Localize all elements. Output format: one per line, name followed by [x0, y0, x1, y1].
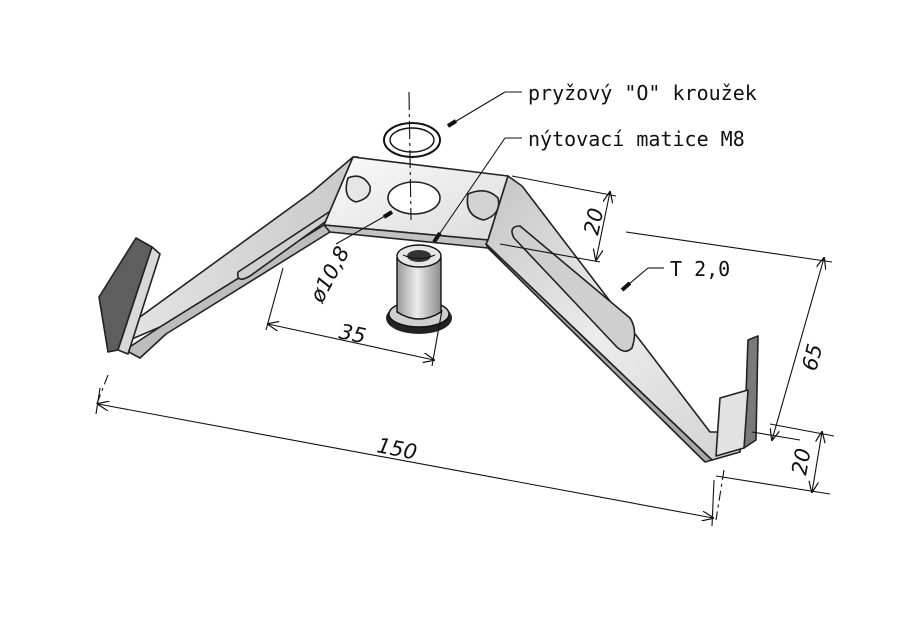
plate-cutout-left — [345, 175, 372, 203]
left-arm-edge — [124, 224, 331, 359]
height-dim: 65 — [798, 341, 828, 373]
top-width-dim: 35 — [337, 319, 368, 348]
o-ring-label: pryžový "O" kroužek — [528, 81, 757, 105]
bracket-width-dim: 20 — [579, 206, 608, 237]
hole-diameter-dim: ø10,8 — [305, 242, 355, 307]
thickness-label: T 2,0 — [670, 257, 730, 281]
left-tab-side — [117, 246, 161, 355]
rivet-nut-label: nýtovací matice M8 — [528, 127, 745, 151]
rivet-nut — [386, 244, 452, 334]
right-tab-face — [715, 389, 749, 457]
end-height-dim: 20 — [787, 446, 815, 476]
left-arm-surface — [121, 156, 359, 343]
center-hole — [387, 181, 441, 215]
dimension-lines — [95, 175, 835, 527]
right-slot — [511, 225, 636, 352]
leaders — [335, 91, 664, 292]
o-ring — [383, 122, 441, 158]
overall-length-dim: 150 — [375, 433, 419, 464]
